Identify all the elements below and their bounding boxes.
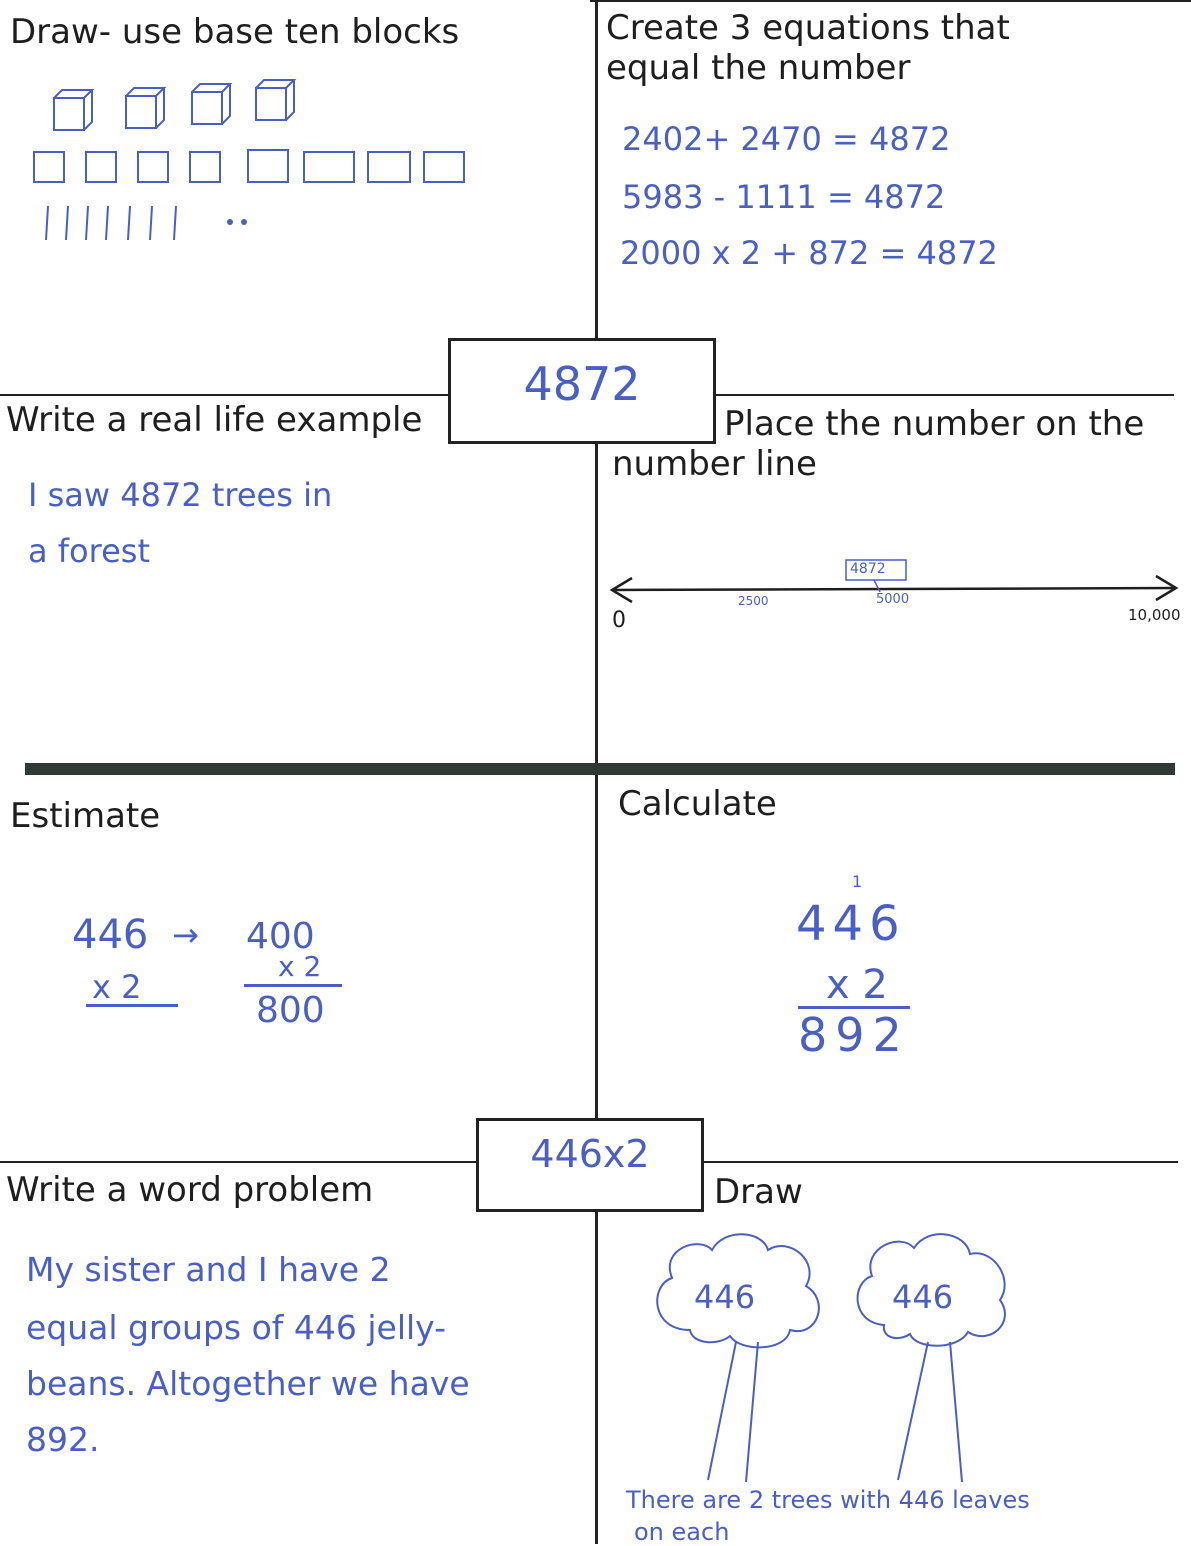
hundred-flat-icon — [85, 151, 117, 183]
estimate-rounded: 400 — [246, 916, 315, 957]
number-line-start: 0 — [612, 608, 626, 633]
arrow-right-icon — [1155, 574, 1179, 602]
number-line-marker: 4872 — [850, 561, 886, 577]
estimate-original: 446 — [72, 912, 149, 958]
estimate-rounded-multiplier: x 2 — [278, 950, 322, 983]
calculate-multiplier: x 2 — [826, 962, 888, 1008]
section-divider — [25, 763, 1175, 775]
number-line-label-line2: number line — [612, 444, 817, 484]
ten-rod-icon — [65, 205, 69, 241]
center-number-box: 4872 — [448, 338, 716, 444]
word-problem-label: Write a word problem — [6, 1170, 374, 1210]
estimate-multiplier: x 2 — [92, 968, 142, 1006]
number-line-middle: 5000 — [876, 592, 910, 607]
equations-label-line2: equal the number — [606, 48, 911, 88]
calculate-carry: 1 — [852, 872, 863, 891]
one-unit-icon — [241, 219, 247, 225]
hundred-flat-icon — [247, 149, 289, 183]
center-number: 4872 — [523, 357, 641, 411]
estimate-result: 800 — [256, 990, 325, 1031]
hundred-flat-icon — [33, 151, 65, 183]
ten-rod-icon — [127, 205, 131, 241]
calculate-result: 892 — [798, 1008, 910, 1062]
estimate-label: Estimate — [10, 796, 161, 836]
draw-label: Draw — [714, 1172, 803, 1212]
ten-rod-icon — [85, 205, 89, 241]
hundred-flat-icon — [303, 151, 355, 183]
bottom-horizontal-right — [700, 1161, 1178, 1163]
tree1-label: 446 — [694, 1278, 756, 1316]
thousand-cube-icon — [125, 87, 167, 129]
real-life-line1: I saw 4872 trees in — [28, 476, 333, 514]
word-problem-line1: My sister and I have 2 — [26, 1250, 391, 1289]
real-life-label: Write a real life example — [6, 400, 423, 440]
estimate-underline-left — [86, 1004, 178, 1007]
draw-caption-line2: on each — [634, 1518, 730, 1546]
calculate-underline — [798, 1006, 910, 1009]
number-line-end: 10,000 — [1128, 606, 1181, 624]
estimate-underline-right — [244, 984, 342, 987]
one-unit-icon — [227, 219, 233, 225]
arrow-left-icon — [609, 576, 633, 604]
number-line-quarter: 2500 — [738, 594, 769, 608]
real-life-line2: a forest — [28, 532, 150, 570]
equations-label-line1: Create 3 equations that — [606, 8, 1010, 48]
hundred-flat-icon — [189, 151, 221, 183]
thousand-cube-icon — [53, 89, 95, 131]
hundred-flat-icon — [137, 151, 169, 183]
estimate-arrow-icon: → — [172, 916, 199, 954]
thousand-cube-icon — [191, 83, 233, 125]
top-horizontal-right — [712, 394, 1174, 396]
word-problem-line2: equal groups of 446 jelly- — [26, 1308, 447, 1347]
center-expression: 446x2 — [530, 1132, 650, 1176]
base-ten-label: Draw- use base ten blocks — [10, 12, 460, 52]
tree-icon — [856, 1233, 1006, 1483]
ten-rod-icon — [173, 205, 177, 241]
ten-rod-icon — [45, 205, 49, 241]
word-problem-line4: 892. — [26, 1420, 100, 1459]
calculate-label: Calculate — [618, 784, 777, 824]
equation-2: 5983 - 1111 = 4872 — [622, 178, 946, 216]
equation-3: 2000 x 2 + 872 = 4872 — [620, 234, 998, 272]
center-expression-box: 446x2 — [476, 1118, 704, 1212]
bottom-horizontal-left — [0, 1161, 478, 1163]
hundred-flat-icon — [423, 151, 465, 183]
top-horizontal-left — [0, 394, 450, 396]
word-problem-line3: beans. Altogether we have — [26, 1364, 470, 1403]
ten-rod-icon — [105, 205, 109, 241]
calculate-top: 446 — [796, 896, 906, 952]
tree-icon — [656, 1233, 820, 1483]
hundred-flat-icon — [367, 151, 411, 183]
number-line-label-line1: Place the number on the — [724, 404, 1145, 444]
marker-tick — [873, 579, 881, 593]
thousand-cube-icon — [255, 79, 297, 121]
ten-rod-icon — [149, 205, 153, 241]
equation-1: 2402+ 2470 = 4872 — [622, 120, 951, 158]
top-border — [590, 0, 1191, 2]
draw-caption-line1: There are 2 trees with 446 leaves — [626, 1486, 1030, 1514]
tree2-label: 446 — [892, 1278, 954, 1316]
